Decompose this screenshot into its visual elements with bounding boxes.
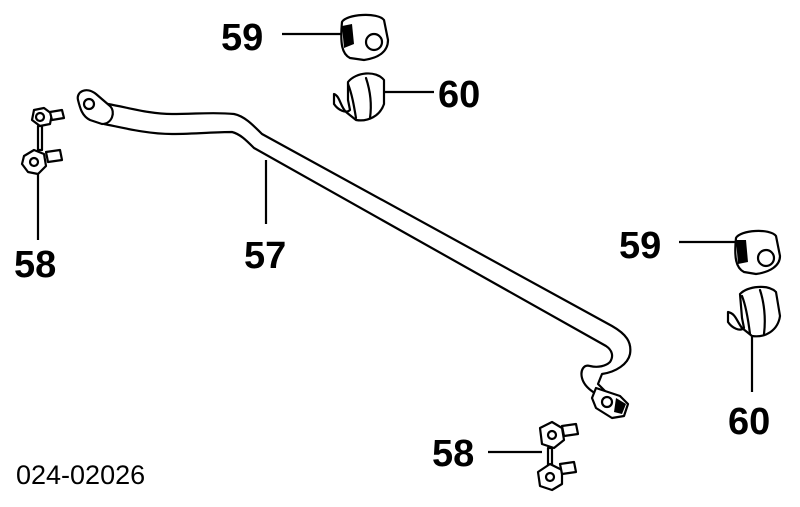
bushing-right: [734, 229, 782, 276]
callout-58-left: 58: [14, 244, 56, 286]
bushing-top: [340, 13, 390, 62]
stabilizer-link-bottom: [536, 420, 580, 492]
callout-58-bottom: 58: [432, 433, 474, 475]
bracket-top: [332, 72, 386, 122]
callout-59-top: 59: [221, 17, 263, 59]
reference-code: 024-02026: [16, 460, 145, 490]
callout-60-top: 60: [438, 74, 480, 116]
stabilizer-link-left: [20, 106, 66, 176]
callout-60-right: 60: [728, 401, 770, 443]
bracket-right: [726, 285, 782, 338]
leader-lines: [36, 32, 754, 454]
stabilizer-bar: [76, 89, 632, 420]
callout-57: 57: [244, 235, 286, 277]
callout-59-right: 59: [619, 225, 661, 267]
